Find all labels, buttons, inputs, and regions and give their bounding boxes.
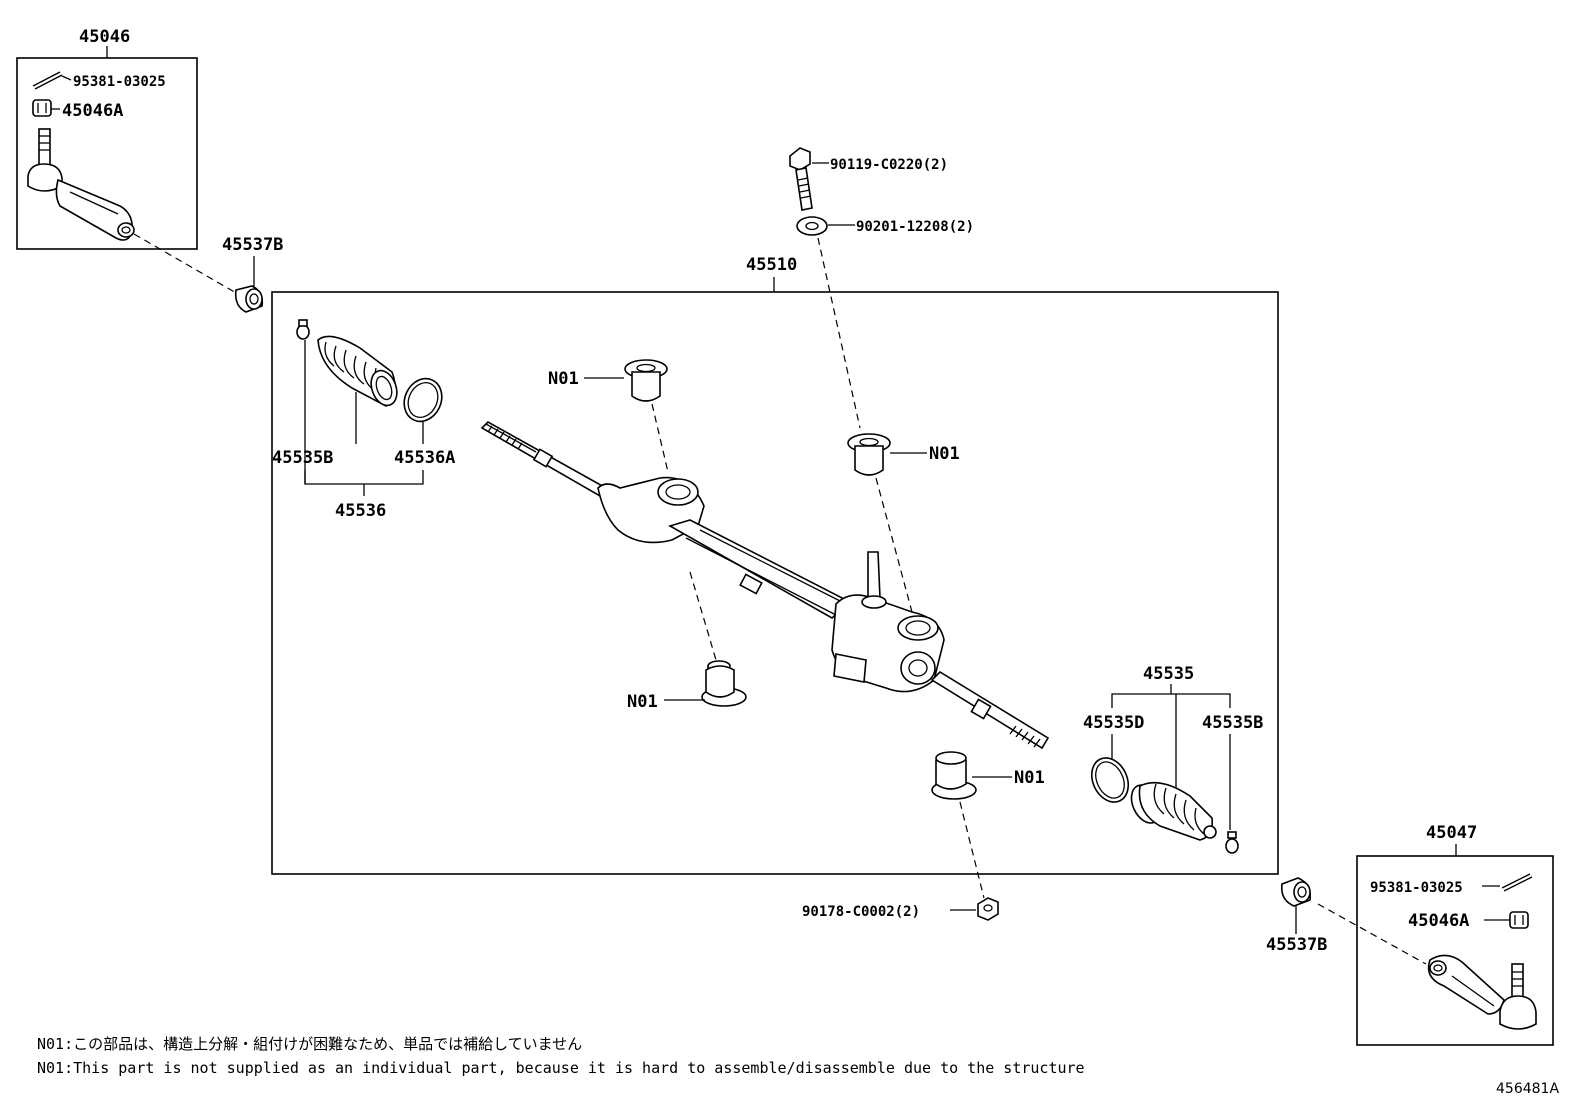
bolt-90119: [789, 147, 813, 211]
label-45536: 45536: [335, 501, 386, 521]
note-english: N01:This part is not supplied as an indi…: [37, 1059, 1085, 1077]
assembly-box-45047: [1356, 855, 1554, 1046]
cotter-pin-top: [32, 71, 72, 90]
diagram-code: 456481A: [1496, 1081, 1559, 1097]
castle-nut-top: [32, 99, 60, 117]
mount-bushing-n01-a: [624, 359, 668, 402]
label-45046A-top: 45046A: [62, 101, 123, 121]
bushing-45537B-bottom: [1280, 877, 1312, 907]
label-n01-a: N01: [548, 369, 579, 389]
label-45537B-top: 45537B: [222, 235, 283, 255]
label-45046: 45046: [79, 27, 130, 47]
label-90201: 90201-12208(2): [856, 219, 974, 235]
mount-bushing-n01-d: [931, 751, 977, 800]
nut-90178: [977, 897, 999, 921]
label-45535B-left: 45535B: [272, 448, 333, 468]
label-45536A: 45536A: [394, 448, 455, 468]
castle-nut-bottom: [1484, 911, 1529, 929]
note-japanese: N01:この部品は、構造上分解・組付けが困難なため、単品では補給していません: [37, 1035, 582, 1053]
washer-90201: [796, 216, 828, 236]
steering-boot-right: [1130, 781, 1217, 841]
tie-rod-end-left: [27, 128, 135, 241]
label-95381-bottom: 95381-03025: [1370, 880, 1463, 896]
label-45510: 45510: [746, 255, 797, 275]
steering-rack-housing: [480, 421, 1050, 750]
boot-clamp-left: [296, 319, 310, 340]
tie-rod-end-right: [1427, 954, 1537, 1030]
label-45047: 45047: [1426, 823, 1477, 843]
boot-ring-left: [403, 377, 443, 423]
bushing-45537B-top: [234, 285, 264, 313]
label-45537B-bottom: 45537B: [1266, 935, 1327, 955]
label-45535D: 45535D: [1083, 713, 1144, 733]
mount-bushing-n01-c: [701, 660, 747, 707]
cotter-pin-bottom: [1482, 873, 1533, 892]
boot-ring-right: [1090, 757, 1130, 803]
mount-bushing-n01-b: [847, 433, 891, 476]
label-45046A-bottom: 45046A: [1408, 911, 1469, 931]
label-90178: 90178-C0002(2): [802, 904, 920, 920]
label-n01-d: N01: [1014, 768, 1045, 788]
label-n01-b: N01: [929, 444, 960, 464]
label-95381-top: 95381-03025: [73, 74, 166, 90]
boot-clamp-right: [1225, 831, 1239, 854]
label-n01-c: N01: [627, 692, 658, 712]
label-45535: 45535: [1143, 664, 1194, 684]
label-90119: 90119-C0220(2): [830, 157, 948, 173]
steering-boot-left: [317, 335, 398, 407]
assembly-box-45510: [271, 291, 1279, 875]
label-45535B-right: 45535B: [1202, 713, 1263, 733]
